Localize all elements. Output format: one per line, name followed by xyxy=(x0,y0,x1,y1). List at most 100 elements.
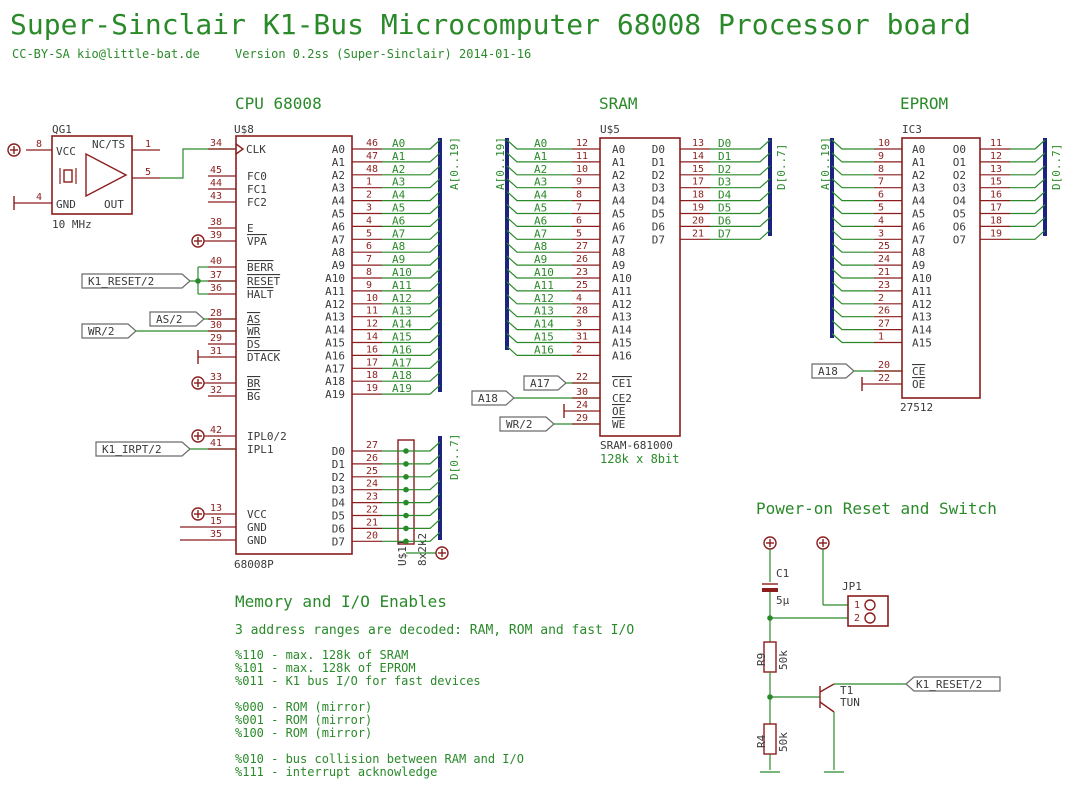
cpu-addr-wire xyxy=(382,191,441,202)
cpu-addr-pin-number: 7 xyxy=(366,254,372,265)
eprom-data-pin-number: 13 xyxy=(990,164,1002,175)
eprom-data-pin-number: 17 xyxy=(990,203,1002,214)
cpu-addr-wire xyxy=(382,333,441,344)
cpu-data-wire xyxy=(382,531,441,542)
flag-k1-irpt: K1_IRPT/2 xyxy=(95,441,236,457)
sram-addr-pin-name: A11 xyxy=(612,285,632,298)
eprom-addr-pin-number: 8 xyxy=(878,164,884,175)
cpu-addr-pin-number: 2 xyxy=(366,190,372,201)
eprom-data-pin-number: 18 xyxy=(990,215,1002,226)
eprom-addr-pin-number: 24 xyxy=(878,254,890,265)
cpu-addr-wire xyxy=(382,242,441,253)
sram-addr-wire xyxy=(506,178,572,189)
reset-heading: Power-on Reset and Switch xyxy=(756,499,997,518)
cpu-addr-pin-number: 17 xyxy=(366,357,378,368)
cpu-addr-net: A9 xyxy=(392,253,405,266)
cpu-data-pin-name: D7 xyxy=(332,535,345,548)
eprom-addr-pin-number: 4 xyxy=(878,215,884,226)
eprom-addr-pin-number: 23 xyxy=(878,280,890,291)
sram-addr-wire xyxy=(506,320,572,331)
sram-addr-pin-number: 8 xyxy=(576,190,582,201)
osc-pin-gnd: GND xyxy=(56,198,76,211)
cpu-data-pin-number: 26 xyxy=(366,453,378,464)
cpu-data-pin-name: D4 xyxy=(332,497,346,510)
jp1-pin1: 1 xyxy=(854,600,860,611)
cpu-pin-name: GND xyxy=(247,521,267,534)
cpu-addr-pin-name: A8 xyxy=(332,246,345,259)
t1-ref: T1 xyxy=(840,684,853,697)
eprom-addr-wire xyxy=(831,204,874,215)
cpu-addr-pin-name: A5 xyxy=(332,208,345,221)
cpu-addr-pin-name: A0 xyxy=(332,143,345,156)
sram-addr-pin-number: 7 xyxy=(576,203,582,214)
sram-addr-pin-number: 26 xyxy=(576,254,588,265)
sram-addr-pin-number: 12 xyxy=(576,138,588,149)
sram-addr-net: A14 xyxy=(534,318,554,331)
cpu-data-pin-number: 27 xyxy=(366,440,378,451)
cpu-addr-wire xyxy=(382,281,441,292)
cpu-data-wire xyxy=(382,441,441,452)
sram-addr-pin-number: 23 xyxy=(576,267,588,278)
cpu-pin-number: 45 xyxy=(210,165,222,176)
cpu-addr-net: A19 xyxy=(392,382,412,395)
cpu-pin-name: HALT xyxy=(247,288,274,301)
cpu-addr-pin-number: 1 xyxy=(366,177,372,188)
cpu-data-pin-number: 24 xyxy=(366,479,378,490)
cpu-addr-pin-name: A15 xyxy=(325,337,345,350)
cpu-addr-pin-name: A18 xyxy=(325,375,345,388)
eprom-addr-wire xyxy=(831,281,874,292)
sram-addr-pin-name: A1 xyxy=(612,156,625,169)
jp1-ref: JP1 xyxy=(842,580,862,593)
cpu-pin-name: IPL1 xyxy=(247,443,274,456)
cpu-addr-pin-name: A6 xyxy=(332,220,345,233)
sram-data-net: D3 xyxy=(718,176,731,189)
sram-addr-net: A6 xyxy=(534,214,547,227)
sram-addr-wire xyxy=(506,152,572,163)
sram-ctrl-pin-number: 30 xyxy=(576,387,588,398)
eprom-addr-wire xyxy=(831,152,874,163)
eprom-data-pin-name: O5 xyxy=(953,208,966,221)
cpu-addr-pin-number: 16 xyxy=(366,344,378,355)
eprom-data-wire xyxy=(1010,229,1046,240)
cpu-pin-name: BG xyxy=(247,390,260,403)
cpu-addr-net: A18 xyxy=(392,369,412,382)
cpu-addr-pin-number: 6 xyxy=(366,241,372,252)
eprom-addr-pin-name: A7 xyxy=(912,233,925,246)
cpu-pin-number: 28 xyxy=(210,308,222,319)
junction-dot xyxy=(403,538,409,545)
cpu-pin-name: CLK xyxy=(246,143,266,156)
osc-freq: 10 MHz xyxy=(52,218,92,231)
cpu-addr-net: A4 xyxy=(392,189,406,202)
sram-data-wire xyxy=(710,178,771,189)
enables-line-eprom: %101 - max. 128k of EPROM xyxy=(235,661,416,675)
cpu-pin-number: 36 xyxy=(210,283,222,294)
eprom-data-wire xyxy=(1010,152,1046,163)
sram-addr-pin-number: 4 xyxy=(576,293,582,304)
enables-line-sram: %110 - max. 128k of SRAM xyxy=(235,648,408,662)
sram-data-pin-number: 20 xyxy=(692,215,704,226)
enables-line-mirror-0: %000 - ROM (mirror) xyxy=(235,700,372,714)
cpu-addr-net: A13 xyxy=(392,305,412,318)
eprom-data-wire xyxy=(1010,165,1046,176)
sram-addr-net: A11 xyxy=(534,279,554,292)
sram-ctrl-pin-number: 22 xyxy=(576,372,588,383)
sram-addr-wire xyxy=(506,165,572,176)
cpu-addr-wire xyxy=(382,229,441,240)
sram-data-pin-name: D1 xyxy=(652,156,665,169)
sram-heading: SRAM xyxy=(599,94,638,113)
eprom-addr-pin-number: 1 xyxy=(878,332,884,343)
eprom-addr-pin-number: 25 xyxy=(878,241,890,252)
eprom-addr-wire xyxy=(831,191,874,202)
cpu-pin-number: 31 xyxy=(210,346,222,357)
cpu-pin-number: 42 xyxy=(210,425,222,436)
eprom-ref: IC3 xyxy=(902,123,922,136)
eprom-data-pin-name: O2 xyxy=(953,169,966,182)
sram-ctrl-pin-number: 29 xyxy=(576,413,588,424)
eprom-addr-pin-name: A8 xyxy=(912,246,925,259)
flag-k1-irpt-label: K1_IRPT/2 xyxy=(102,443,162,456)
cpu-addr-pin-number: 3 xyxy=(366,203,372,214)
sram-ctrl-pin-name: WE xyxy=(612,418,625,431)
cpu-addr-pin-name: A12 xyxy=(325,298,345,311)
cpu-addr-pin-name: A19 xyxy=(325,388,345,401)
sram-addr-pin-number: 27 xyxy=(576,241,588,252)
